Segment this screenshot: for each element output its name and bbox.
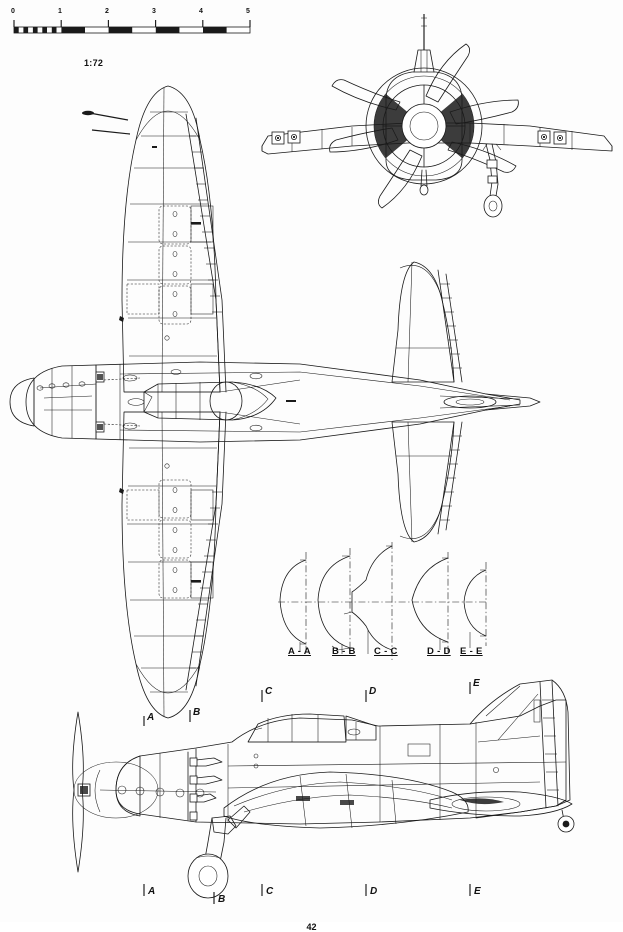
station-marker-upper-e: E [473, 678, 480, 689]
section-label-b-b: B - B [332, 646, 356, 657]
station-marker-lower-d: D [370, 886, 378, 897]
propeller-blades [329, 43, 519, 209]
station-marker-upper-a: A [147, 712, 155, 723]
scale-bar [13, 20, 251, 34]
scale-tick-2: 2 [105, 8, 110, 15]
ammunition-bay-doors-lower [126, 479, 214, 599]
cross-section-profiles [278, 542, 487, 660]
main-landing-gear-front-view [482, 143, 503, 218]
scale-ratio-label: 1:72 [84, 58, 104, 68]
front-elevation-view [261, 14, 613, 218]
wing-gun-bay-panels-right [537, 130, 567, 145]
plan-view-top [9, 85, 541, 719]
scale-tick-1: 1 [58, 8, 63, 15]
wing-cannon-left [82, 110, 131, 135]
side-elevation-view [72, 679, 575, 904]
page-number: 42 [306, 922, 317, 932]
station-marker-upper-b: B [193, 707, 201, 718]
scale-tick-0: 0 [11, 8, 16, 15]
tail-hook-front-view [419, 169, 429, 196]
station-tick-marks-upper [143, 682, 471, 726]
exhaust-stacks [189, 757, 223, 821]
vertical-fin-rudder [469, 679, 571, 819]
section-label-a-a: A - A [288, 646, 311, 657]
station-marker-lower-a: A [148, 886, 156, 897]
station-marker-lower-c: C [266, 886, 274, 897]
cockpit-canopy-plan [143, 381, 277, 421]
station-marker-lower-b: B [218, 894, 226, 905]
station-marker-lower-e: E [474, 886, 481, 897]
tail-wheel-side [557, 809, 575, 833]
section-label-c-c: C - C [374, 646, 398, 657]
main-landing-gear-side [187, 805, 251, 899]
scale-tick-4: 4 [199, 8, 204, 15]
station-marker-upper-d: D [369, 686, 377, 697]
station-tick-marks-lower [143, 884, 471, 904]
section-label-e-e: E - E [460, 646, 483, 657]
cockpit-canopy-side [247, 713, 377, 743]
section-label-d-d: D - D [427, 646, 451, 657]
scale-tick-5: 5 [246, 8, 251, 15]
wing-gun-bay-panels-left [271, 130, 301, 145]
station-marker-upper-c: C [265, 686, 273, 697]
scale-tick-3: 3 [152, 8, 157, 15]
